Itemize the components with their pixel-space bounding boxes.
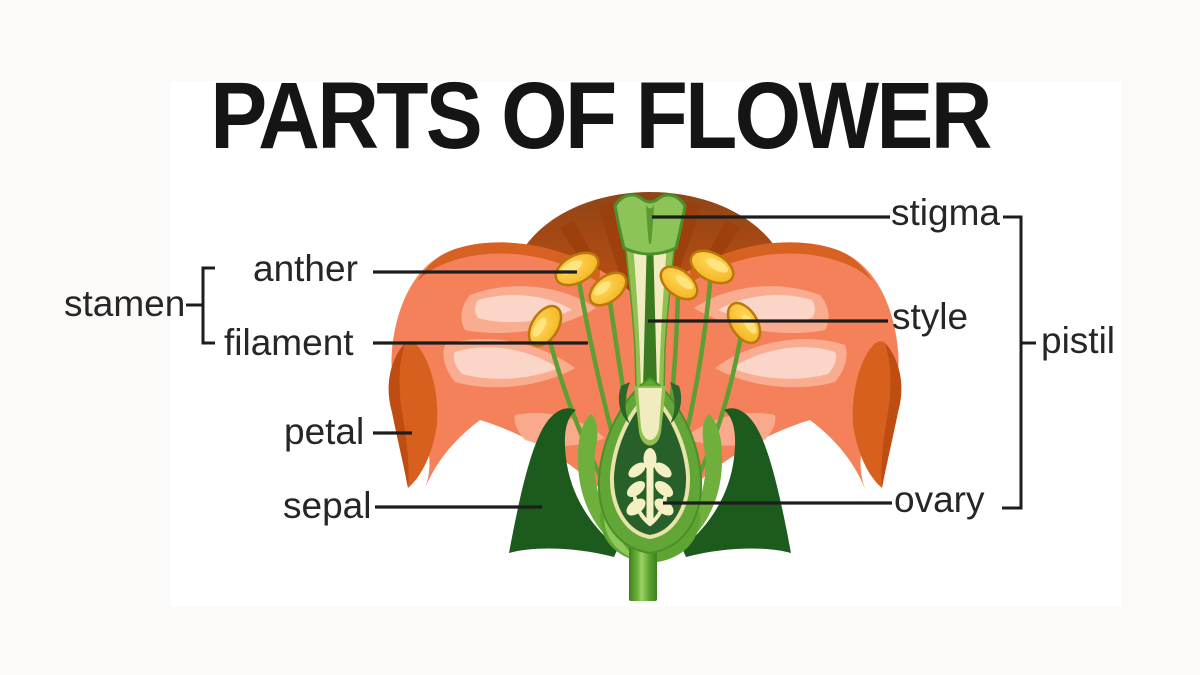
label-stamen: stamen (64, 283, 186, 324)
label-style: style (892, 296, 969, 337)
label-petal: petal (284, 411, 365, 452)
label-pistil: pistil (1041, 320, 1116, 361)
page-title: PARTS OF FLOWER (210, 63, 992, 169)
label-filament: filament (224, 322, 354, 363)
anther-shapes (527, 249, 762, 348)
ovary-shape (597, 376, 703, 555)
stigma-shape (613, 193, 687, 256)
stamen-bracket (186, 266, 215, 345)
label-stigma: stigma (891, 192, 1000, 233)
label-sepal: sepal (283, 485, 372, 526)
pistil-bracket (1002, 215, 1036, 510)
label-anther: anther (253, 248, 358, 289)
stem-shape (629, 546, 657, 601)
ovule-shapes (626, 448, 674, 526)
label-ovary: ovary (894, 479, 985, 520)
